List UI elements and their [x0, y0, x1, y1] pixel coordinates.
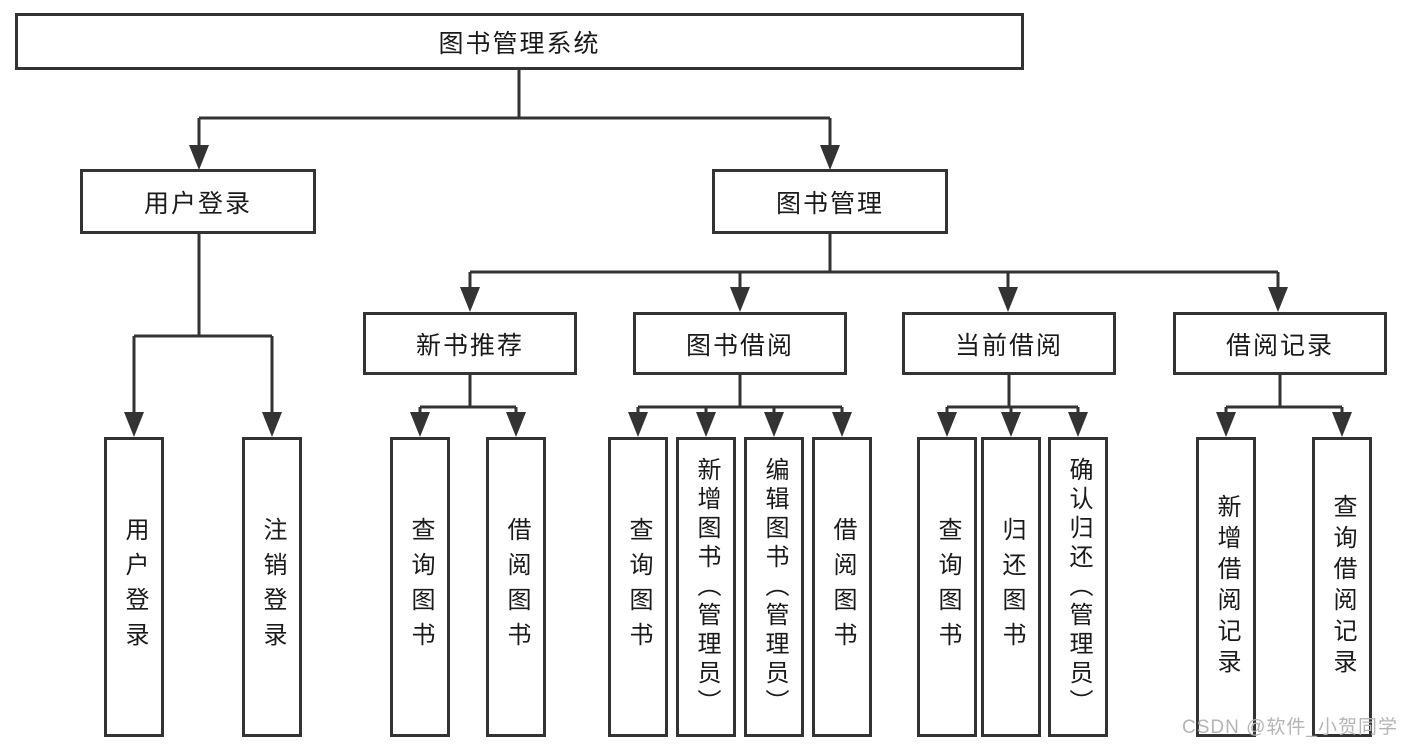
csdn-watermark: CSDN @软件_小贺同学 [1182, 717, 1398, 738]
node-return-book: 归还图书 [981, 437, 1041, 737]
connector-borrow-record [1224, 375, 1344, 414]
node-user-login: 用户登录 [80, 169, 316, 234]
node-borrow-book-label: 借阅图书 [829, 517, 856, 657]
node-root: 图书管理系统 [15, 13, 1024, 70]
node-new-book-recommend-label: 新书推荐 [415, 331, 524, 360]
connector-user-login [132, 234, 274, 414]
node-user-login-action-label: 用户登录 [121, 517, 148, 657]
node-return-book-label: 归还图书 [998, 517, 1025, 657]
connector-current-borrow [945, 375, 1080, 414]
node-add-borrow-record: 新增借阅记录 [1196, 437, 1256, 737]
node-logout: 注销登录 [242, 437, 302, 737]
node-confirm-return-admin: 确认归还（管理员） [1048, 437, 1108, 737]
connector-new-book-recommend [418, 375, 518, 414]
node-user-login-action: 用户登录 [104, 437, 164, 737]
node-query-book-borrow: 查询图书 [608, 437, 668, 737]
node-query-book-borrow-label: 查询图书 [625, 517, 652, 657]
node-borrow-record-label: 借阅记录 [1225, 331, 1334, 360]
node-book-management: 图书管理 [712, 169, 948, 234]
node-query-borrow-record: 查询借阅记录 [1312, 437, 1372, 737]
connector-root [197, 70, 832, 147]
node-query-book-recommend: 查询图书 [390, 437, 450, 737]
node-user-login-label: 用户登录 [143, 189, 252, 218]
node-add-borrow-record-label: 新增借阅记录 [1213, 494, 1240, 680]
node-logout-label: 注销登录 [259, 517, 286, 657]
node-query-book-recommend-label: 查询图书 [407, 517, 434, 657]
node-add-book-admin: 新增图书（管理员） [676, 437, 736, 737]
node-query-book-current-label: 查询图书 [934, 517, 961, 657]
node-new-book-recommend: 新书推荐 [363, 312, 577, 375]
node-borrow-book: 借阅图书 [812, 437, 872, 737]
node-edit-book-admin: 编辑图书（管理员） [744, 437, 804, 737]
node-borrow-record: 借阅记录 [1173, 312, 1387, 375]
node-root-label: 图书管理系统 [438, 29, 601, 58]
connector-book-management [468, 234, 1280, 289]
node-confirm-return-admin-label: 确认归还（管理员） [1065, 456, 1092, 718]
node-current-borrow-label: 当前借阅 [954, 331, 1063, 360]
node-query-borrow-record-label: 查询借阅记录 [1329, 494, 1356, 680]
connector-book-borrow [636, 375, 844, 414]
node-query-book-current: 查询图书 [917, 437, 977, 737]
node-borrow-book-recommend: 借阅图书 [486, 437, 546, 737]
node-add-book-admin-label: 新增图书（管理员） [693, 456, 720, 718]
node-book-borrow: 图书借阅 [633, 312, 847, 375]
node-book-management-label: 图书管理 [775, 189, 884, 218]
node-edit-book-admin-label: 编辑图书（管理员） [761, 456, 788, 718]
node-borrow-book-recommend-label: 借阅图书 [503, 517, 530, 657]
node-current-borrow: 当前借阅 [902, 312, 1116, 375]
node-book-borrow-label: 图书借阅 [685, 331, 794, 360]
